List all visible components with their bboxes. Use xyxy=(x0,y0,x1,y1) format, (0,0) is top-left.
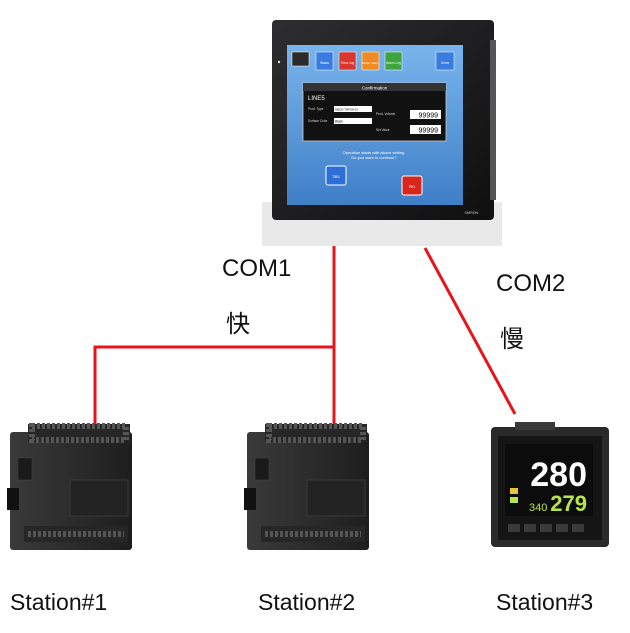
hmi-button-status-label: Status xyxy=(320,61,329,65)
plc-station-2 xyxy=(244,423,369,550)
controller-top-latch xyxy=(515,422,555,430)
station-2-label: Station#2 xyxy=(258,589,356,615)
hmi-yes-label: Yes xyxy=(332,174,340,179)
hmi-recipe-name: LINE5 xyxy=(308,96,325,102)
hmi-field-value-surface-color: Black xyxy=(335,120,343,124)
plc-top-terminals xyxy=(266,423,366,443)
hmi-field-box-set-value xyxy=(410,125,441,134)
hmi-panel: Status Error Log Recipe Setting Alarm Lo… xyxy=(262,20,502,246)
hmi-field-box-surface-color xyxy=(334,118,372,124)
hmi-field-value-prod-type: ABCD-7HFX9-02 xyxy=(335,108,358,112)
hmi-button-recipe-setting xyxy=(361,51,380,71)
hmi-button-home-label: Home xyxy=(441,61,450,65)
hmi-field-label-surface-color: Surface Color xyxy=(308,119,328,123)
hmi-field-value-set-value: 99999 xyxy=(419,128,439,135)
temperature-controller: 280 340 279 xyxy=(491,422,609,547)
wiring xyxy=(93,246,517,425)
plc-front-cover xyxy=(306,479,366,517)
plc-left-connector xyxy=(7,488,19,510)
plc-led-panel xyxy=(254,457,270,481)
com1-label: COM1 xyxy=(222,255,292,282)
controller-status-indicator-2 xyxy=(510,497,518,503)
hmi-button-blank xyxy=(291,51,310,67)
hmi-field-box-prod-type xyxy=(334,106,372,112)
hmi-field-value-prod-volume: 99999 xyxy=(419,113,439,120)
controller-key xyxy=(524,524,536,532)
controller-lcd xyxy=(505,444,593,516)
com2-label: COM2 xyxy=(496,270,566,297)
com1-branch-wire xyxy=(93,345,334,425)
hmi-top-buttons: Status Error Log Recipe Setting Alarm Lo… xyxy=(291,51,455,71)
hmi-field-label-prod-type: Prod. Type xyxy=(308,107,324,111)
hmi-brand-logo: OMRON xyxy=(465,211,479,215)
station-3-label: Station#3 xyxy=(496,589,594,615)
com1-speed-label: 快 xyxy=(226,310,250,338)
controller-pv-display: 280 xyxy=(530,456,587,494)
plc-left-connector xyxy=(244,488,256,510)
controller-keys xyxy=(508,524,584,532)
hmi-no-label: No xyxy=(409,184,415,189)
hmi-power-led xyxy=(277,60,281,64)
hmi-field-box-prod-volume xyxy=(410,110,441,119)
hmi-button-alarm-log-label: Alarm Log xyxy=(386,61,401,65)
plc-top-terminals xyxy=(29,423,129,443)
hmi-dialog-titlebar xyxy=(303,83,446,91)
hmi-message-line2: Do you want to continue? xyxy=(351,155,397,160)
com2-wire xyxy=(423,247,517,415)
hmi-no-button xyxy=(401,175,423,196)
hmi-button-error-log-label: Error Log xyxy=(341,61,355,65)
controller-sv-prefix: 340 xyxy=(529,502,547,514)
hmi-button-alarm-log xyxy=(384,51,403,71)
hmi-yes-button xyxy=(325,165,347,186)
hmi-button-status xyxy=(315,51,334,71)
station-1-label: Station#1 xyxy=(10,589,108,615)
controller-sv-display: 279 xyxy=(550,491,587,516)
hmi-field-label-set-value: Set Value xyxy=(376,128,390,132)
hmi-field-label-prod-volume: Prod. Volume xyxy=(376,112,395,116)
hmi-dialog: Confirmation LINE5 Prod. Type ABCD-7HFX9… xyxy=(302,82,447,142)
plc-front-cover xyxy=(69,479,129,517)
controller-key xyxy=(508,524,520,532)
hmi-message-line1: Operation starts with above setting. xyxy=(343,150,406,155)
controller-key xyxy=(556,524,568,532)
hmi-button-error-log xyxy=(338,51,357,71)
plc-station-1 xyxy=(7,423,132,550)
controller-key xyxy=(572,524,584,532)
hmi-side-vents xyxy=(490,40,496,200)
hmi-dialog-title: Confirmation xyxy=(362,86,388,91)
hmi-button-recipe-setting-label: Recipe Setting xyxy=(362,61,379,65)
com2-speed-label: 慢 xyxy=(500,325,524,353)
controller-key xyxy=(540,524,552,532)
hmi-button-home xyxy=(435,51,455,71)
controller-status-indicator xyxy=(510,488,518,494)
plc-led-panel xyxy=(17,457,33,481)
